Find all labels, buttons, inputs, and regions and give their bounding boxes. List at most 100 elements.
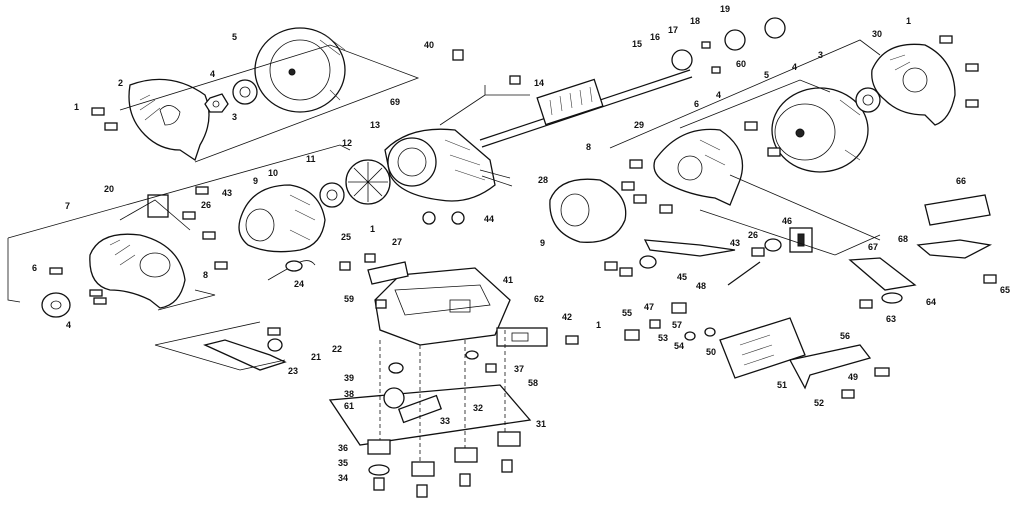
- spark-deflector-66: [924, 194, 991, 226]
- motor-housing: [384, 128, 513, 202]
- bearing-parts: [671, 17, 786, 74]
- callout-11: 11: [306, 154, 316, 164]
- left-end-bell: [238, 184, 326, 253]
- callout-69: 69: [390, 97, 400, 107]
- wire-rod: [729, 174, 881, 241]
- cord-strain-relief: [267, 260, 316, 281]
- callout-44: 44: [484, 214, 494, 224]
- callout-20: 20: [104, 184, 114, 194]
- callout-29: 29: [634, 120, 644, 130]
- callout-9-b: 9: [540, 238, 545, 248]
- callout-8-b: 8: [586, 142, 591, 152]
- callout-54: 54: [674, 341, 684, 351]
- callout-6-b: 6: [694, 99, 699, 109]
- callout-4: 4: [210, 69, 215, 79]
- left-grinding-wheel: [254, 27, 346, 113]
- callout-45: 45: [677, 272, 687, 282]
- base-dashed-lines: [379, 330, 506, 462]
- fan: [345, 159, 391, 205]
- left-inner-guard: [89, 233, 186, 309]
- callout-15: 15: [632, 39, 642, 49]
- right-grinding-wheel: [771, 87, 869, 173]
- callout-10: 10: [268, 168, 278, 178]
- callout-21: 21: [311, 352, 321, 362]
- callout-27: 27: [392, 237, 402, 247]
- callout-35: 35: [338, 458, 348, 468]
- callout-26-b: 26: [748, 230, 758, 240]
- callout-6: 6: [32, 263, 37, 273]
- right-outer-guard: [871, 43, 956, 126]
- callout-7: 7: [65, 201, 70, 211]
- plate-46: [789, 227, 813, 253]
- callout-43-b: 43: [730, 238, 740, 248]
- callout-62: 62: [534, 294, 544, 304]
- callout-24: 24: [294, 279, 304, 289]
- left-flange-washer: [232, 79, 258, 105]
- bracket-68: [916, 239, 993, 259]
- left-outer-guard: [128, 78, 210, 162]
- callout-38: 38: [344, 389, 354, 399]
- callout-1-d: 1: [370, 224, 375, 234]
- callout-67: 67: [868, 242, 878, 252]
- callout-57: 57: [672, 320, 682, 330]
- callout-61: 61: [344, 401, 354, 411]
- callout-58: 58: [528, 378, 538, 388]
- misc-hardware: [182, 121, 997, 409]
- callout-18: 18: [690, 16, 700, 26]
- callout-42: 42: [562, 312, 572, 322]
- top-screw-40: [452, 49, 521, 85]
- left-bottom-washer: [41, 292, 71, 318]
- callout-59: 59: [344, 294, 354, 304]
- callout-31: 31: [536, 419, 546, 429]
- callout-labels: 1 2 3 4 5 6 7 8 9 10 11 12 13 14 15 16 1…: [32, 4, 1010, 483]
- callout-56: 56: [840, 331, 850, 341]
- callout-1-c: 1: [596, 320, 601, 330]
- callout-34: 34: [338, 473, 348, 483]
- callout-66: 66: [956, 176, 966, 186]
- callout-2: 2: [118, 78, 123, 88]
- callout-3: 3: [232, 112, 237, 122]
- callout-32: 32: [473, 403, 483, 413]
- callout-4-c: 4: [716, 90, 721, 100]
- callout-1: 1: [74, 102, 79, 112]
- rubber-feet: [367, 431, 521, 498]
- left-nut: [204, 93, 229, 113]
- callout-55: 55: [622, 308, 632, 318]
- callout-30: 30: [872, 29, 882, 39]
- callout-40: 40: [424, 40, 434, 50]
- mount-bracket-27: [367, 261, 409, 285]
- callout-22: 22: [332, 344, 342, 354]
- callout-36: 36: [338, 443, 348, 453]
- armature-shaft: [479, 69, 693, 148]
- callout-8: 8: [203, 270, 208, 280]
- callout-13: 13: [370, 120, 380, 130]
- assembly-lines: [7, 39, 881, 371]
- left-lower-screws: [49, 267, 107, 305]
- callout-14: 14: [534, 78, 544, 88]
- callout-68: 68: [898, 234, 908, 244]
- callout-1-b: 1: [906, 16, 911, 26]
- right-screws: [939, 35, 979, 108]
- callout-37: 37: [514, 364, 524, 374]
- callout-4-d: 4: [792, 62, 797, 72]
- left-bearing: [319, 182, 345, 208]
- callout-26: 26: [201, 200, 211, 210]
- callout-3-b: 3: [818, 50, 823, 60]
- callout-41: 41: [503, 275, 513, 285]
- callout-65: 65: [1000, 285, 1010, 295]
- callout-16: 16: [650, 32, 660, 42]
- callout-5: 5: [232, 32, 237, 42]
- callout-39: 39: [344, 373, 354, 383]
- callout-19: 19: [720, 4, 730, 14]
- right-end-bell: [549, 178, 627, 243]
- callout-60: 60: [736, 59, 746, 69]
- right-inner-guard: [653, 128, 744, 206]
- callout-23: 23: [288, 366, 298, 376]
- callout-50: 50: [706, 347, 716, 357]
- callout-52: 52: [814, 398, 824, 408]
- left-screws: [91, 107, 118, 131]
- rod-48: [727, 261, 761, 286]
- callout-12: 12: [342, 138, 352, 148]
